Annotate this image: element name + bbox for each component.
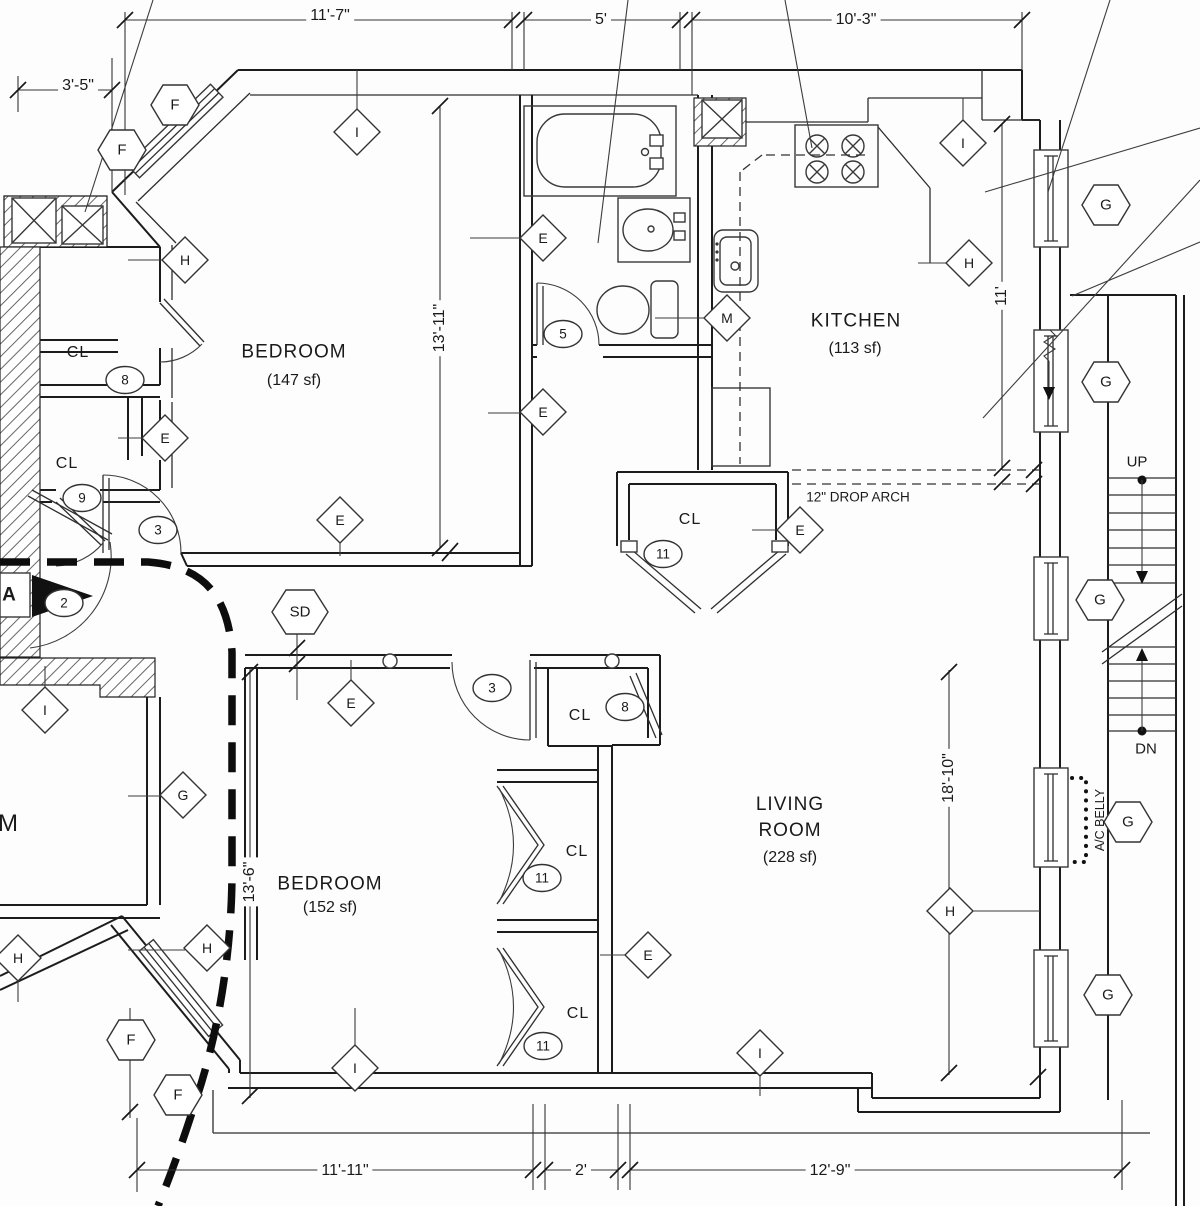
closet-label-3: CL <box>678 511 702 528</box>
stairs <box>1101 475 1183 736</box>
diamond-marker-18: I <box>758 1045 762 1061</box>
circle-marker-4: 5 <box>559 326 567 342</box>
window-right-3 <box>1033 556 1069 641</box>
diamond-marker-2: I <box>961 135 965 151</box>
hex-marker-3: SD <box>289 603 311 621</box>
room-bedroom2-area: (152 sf) <box>302 899 358 916</box>
diamond-marker-4: H <box>179 252 191 268</box>
kitchen-fixtures <box>711 124 879 467</box>
dim-kitchen-height: 11' <box>993 282 1010 310</box>
diamond-marker-10: E <box>795 522 805 538</box>
leader-lines <box>17 0 1200 1096</box>
circle-marker-2: 9 <box>78 490 86 506</box>
window-right-4 <box>1033 767 1069 868</box>
dim-top-2: 5' <box>591 12 611 28</box>
hex-marker-5: G <box>1100 373 1112 391</box>
hex-marker-2: F <box>117 141 127 159</box>
hex-marker-8: G <box>1102 986 1114 1004</box>
diamond-marker-3: E <box>538 230 548 246</box>
closet-label-2: CL <box>55 455 79 472</box>
stairs-down-label: DN <box>1135 740 1157 758</box>
circle-marker-5: 11 <box>655 546 671 562</box>
hex-marker-9: F <box>126 1031 136 1049</box>
circle-marker-6: 2 <box>60 595 68 611</box>
circle-marker-9: 11 <box>534 870 550 886</box>
hex-marker-10: F <box>173 1086 183 1104</box>
dim-bedroom2-height: 13'-6" <box>241 857 258 907</box>
circle-marker-8: 8 <box>621 699 629 715</box>
diamond-marker-13: G <box>177 787 189 803</box>
diamond-marker-19: I <box>353 1060 357 1076</box>
demo-dashed-line <box>0 558 236 1206</box>
closet-label-4: CL <box>568 707 592 724</box>
dim-top-1: 11'-7" <box>306 8 354 24</box>
diamond-marker-15: H <box>201 940 213 956</box>
ac-belly-label: A/C BELLY <box>1092 788 1107 852</box>
ac-belly-dots <box>1070 776 1088 864</box>
dim-top-3: 10'-3" <box>831 12 881 28</box>
partial-room-label: M <box>0 810 18 837</box>
section-marker-label: A <box>2 584 16 606</box>
room-bedroom1-name: BEDROOM <box>241 341 347 363</box>
room-living-area: (228 sf) <box>762 849 818 866</box>
window-right-2 <box>1033 329 1069 433</box>
masonry-hatch <box>0 97 747 698</box>
diamond-marker-6: M <box>721 310 733 326</box>
room-living-name: LIVING ROOM <box>755 794 825 841</box>
diamond-marker-8: E <box>160 430 170 446</box>
hex-marker-6: G <box>1094 591 1106 609</box>
dim-living-height: 18'-10" <box>940 749 957 807</box>
hex-marker-1: F <box>170 96 180 114</box>
diamond-marker-1: I <box>355 124 359 140</box>
dim-bottom-3: 12'-9" <box>805 1163 855 1179</box>
diamond-marker-7: E <box>538 404 548 420</box>
hex-marker-7: G <box>1122 813 1134 831</box>
drop-arch-label: 12" DROP ARCH <box>804 489 912 505</box>
closet-label-1: CL <box>66 344 90 361</box>
circle-marker-7: 3 <box>488 680 496 696</box>
stairs-up-label: UP <box>1126 453 1148 471</box>
walls <box>0 69 1185 1206</box>
circle-marker-10: 11 <box>535 1038 551 1054</box>
diamond-marker-12: E <box>346 695 356 711</box>
drop-arch <box>792 469 1040 485</box>
diamond-marker-14: H <box>12 950 24 966</box>
bath-fixtures <box>523 105 691 339</box>
windows <box>126 83 1069 1048</box>
circle-marker-1: 8 <box>121 372 129 388</box>
diamond-marker-11: I <box>43 702 47 718</box>
dim-bottom-2: 2' <box>571 1163 591 1179</box>
hex-marker-4: G <box>1100 196 1112 214</box>
closet-label-5: CL <box>565 843 589 860</box>
room-kitchen-name: KITCHEN <box>810 310 902 332</box>
dim-bedroom1-height: 13'-11" <box>431 299 448 357</box>
window-right-1 <box>1033 149 1069 248</box>
closet-label-6: CL <box>566 1005 590 1022</box>
marker-shapes <box>0 84 1153 1116</box>
diamond-marker-17: H <box>944 903 956 919</box>
dimension-ticks <box>9 11 1131 1179</box>
diamond-marker-16: E <box>643 947 653 963</box>
diamond-marker-9: E <box>335 512 345 528</box>
room-kitchen-area: (113 sf) <box>828 340 882 357</box>
window-right-5 <box>1033 949 1069 1048</box>
dim-left-upper: 3'-5" <box>58 78 98 94</box>
dim-bottom-1: 11'-11" <box>317 1163 373 1179</box>
circle-marker-3: 3 <box>154 522 162 538</box>
diamond-marker-5: H <box>963 255 975 271</box>
doors <box>27 282 620 741</box>
room-bedroom2-name: BEDROOM <box>277 873 383 895</box>
room-bedroom1-area: (147 sf) <box>266 372 322 389</box>
